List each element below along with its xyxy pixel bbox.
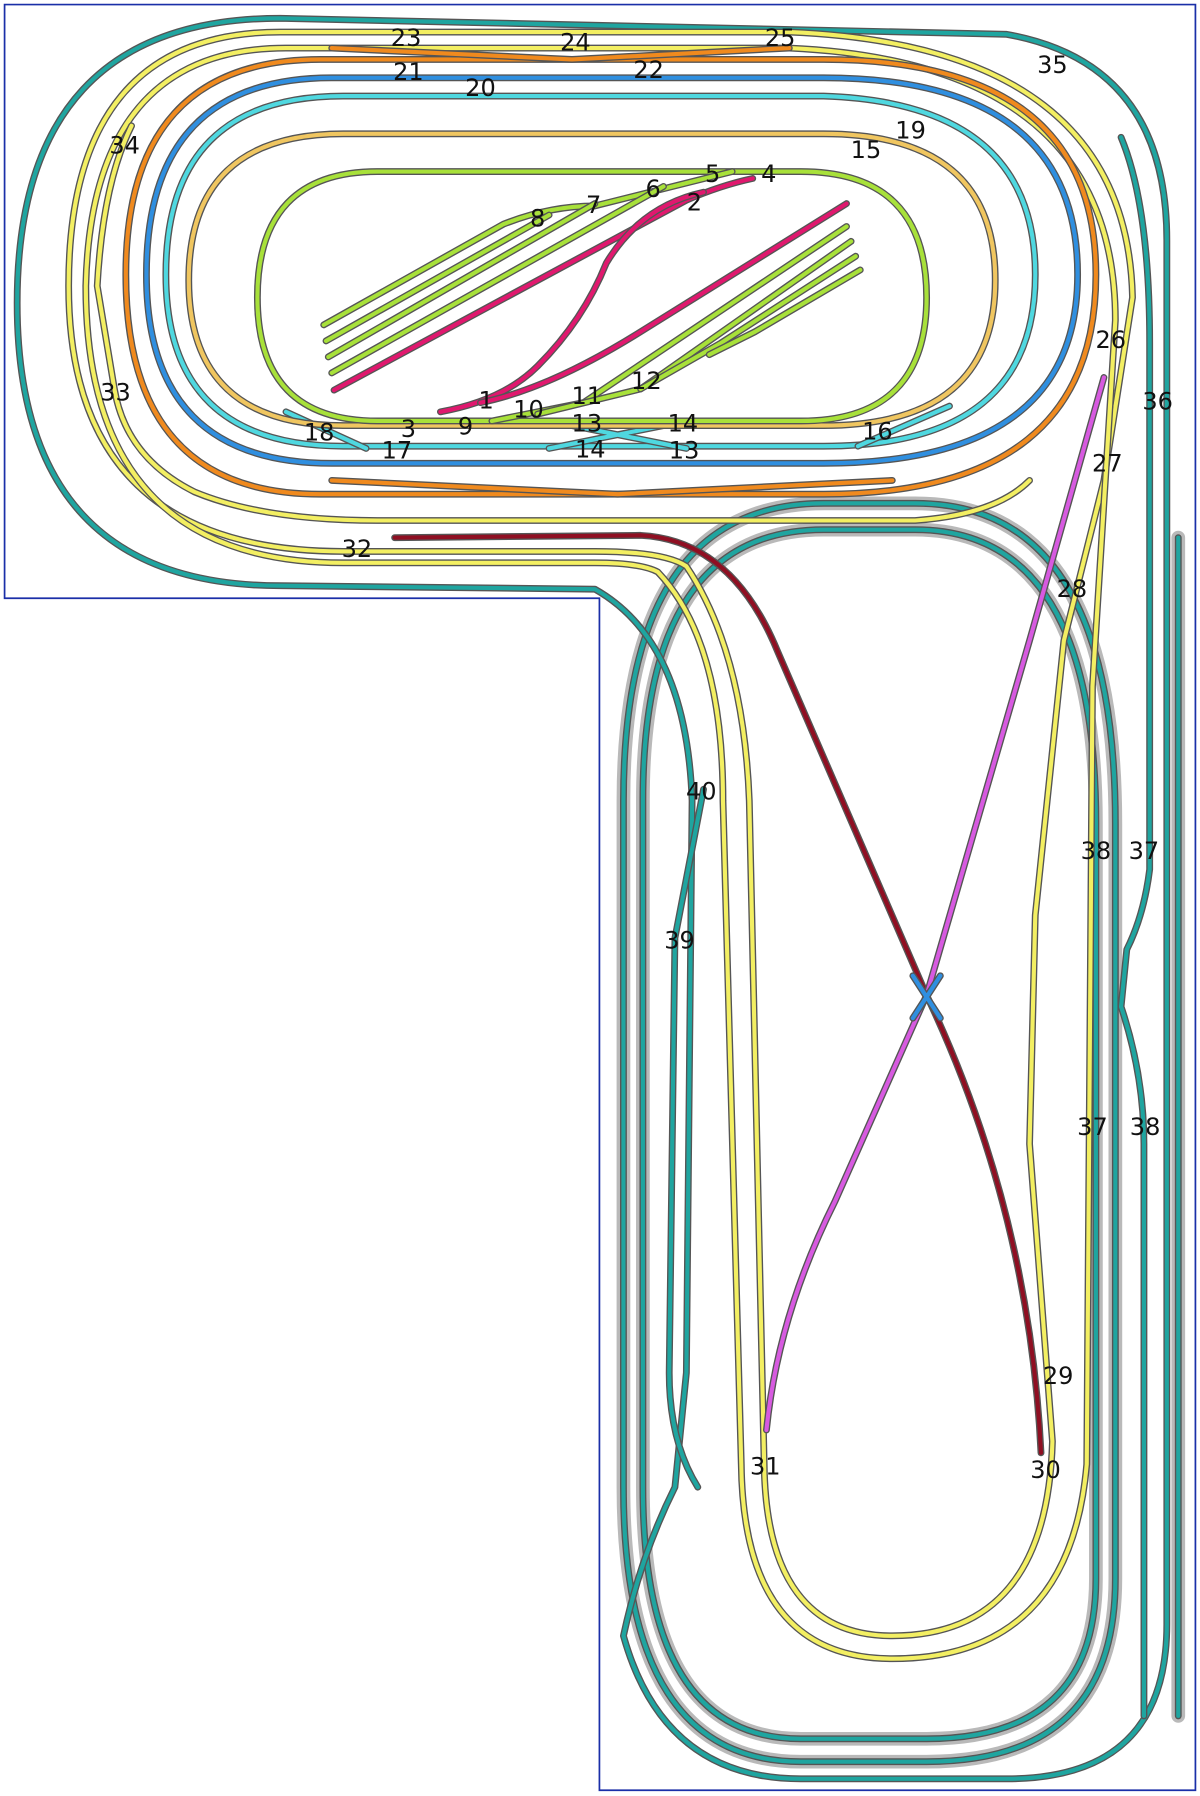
track-green-siding-1 xyxy=(321,169,735,327)
turnout-label-28: 28 xyxy=(1057,575,1088,603)
track-cyan-crossover xyxy=(283,404,952,451)
track-yellow-outer xyxy=(66,29,1135,1638)
turnout-label-13: 13 xyxy=(572,409,603,437)
turnout-label-6: 6 xyxy=(646,175,661,203)
turnout-label-13: 13 xyxy=(669,437,700,465)
track-grey-bed-outer xyxy=(621,501,1118,1764)
turnout-label-27: 27 xyxy=(1092,449,1123,477)
turnout-label-26: 26 xyxy=(1095,326,1126,354)
track-cyan xyxy=(163,94,1038,449)
turnout-label-29: 29 xyxy=(1043,1362,1074,1390)
turnout-label-5: 5 xyxy=(705,160,720,188)
track-grey-bed-outer-edge xyxy=(620,499,1119,1766)
track-green-siding-8 xyxy=(707,267,863,357)
track-green-siding-4 xyxy=(329,184,666,375)
turnout-label-21: 21 xyxy=(393,58,424,86)
track-green-oval xyxy=(255,169,929,424)
turnout-label-7: 7 xyxy=(586,191,601,219)
turnout-label-4: 4 xyxy=(761,160,776,188)
turnout-label-38: 38 xyxy=(1130,1113,1161,1141)
turnout-label-11: 11 xyxy=(572,382,603,410)
turnout-label-25: 25 xyxy=(765,24,796,52)
track-green-siding-2 xyxy=(323,213,552,343)
track-dark-red-outline xyxy=(391,531,1045,1457)
turnout-label-15: 15 xyxy=(851,136,882,164)
turnout-label-34: 34 xyxy=(109,131,140,159)
turnout-label-39: 39 xyxy=(664,926,695,954)
turnout-label-40: 40 xyxy=(686,778,717,806)
track-grey-bed-inner xyxy=(640,527,1098,1741)
track-green-siding-3 xyxy=(326,201,597,359)
turnout-label-18: 18 xyxy=(304,418,335,446)
track-tan xyxy=(186,131,998,428)
turnout-label-33: 33 xyxy=(100,378,131,406)
turnout-label-32: 32 xyxy=(342,535,373,563)
turnout-label-2: 2 xyxy=(687,188,702,216)
layout-border xyxy=(3,3,1197,1792)
turnout-label-17: 17 xyxy=(382,437,413,465)
turnout-label-14: 14 xyxy=(575,436,606,464)
track-outer-teal xyxy=(15,16,1169,1781)
turnout-label-12: 12 xyxy=(631,367,662,395)
track-teal-39 xyxy=(667,787,706,1490)
track-yellow-inner-outline xyxy=(82,44,1119,1663)
track-orange-2 xyxy=(329,45,895,497)
turnout-label-31: 31 xyxy=(750,1453,781,1481)
turnout-label-24: 24 xyxy=(560,28,591,56)
turnout-label-10: 10 xyxy=(513,396,544,424)
turnout-label-30: 30 xyxy=(1030,1456,1061,1484)
track-blue-crossing xyxy=(910,973,943,1021)
turnout-label-9: 9 xyxy=(458,413,473,441)
turnout-label-19: 19 xyxy=(895,116,926,144)
turnout-label-23: 23 xyxy=(391,24,422,52)
track-green-siding-1-outline xyxy=(320,168,736,329)
track-yellow-33-34 xyxy=(95,123,1032,523)
turnout-label-36: 36 xyxy=(1142,388,1173,416)
track-dark-red xyxy=(392,533,1044,1455)
turnout-label-3: 3 xyxy=(401,415,416,443)
turnout-label-35: 35 xyxy=(1037,51,1068,79)
turnout-label-22: 22 xyxy=(633,56,664,84)
turnout-label-1: 1 xyxy=(479,386,494,414)
turnout-label-38: 38 xyxy=(1081,837,1112,865)
track-orange xyxy=(123,57,1098,497)
turnout-label-16: 16 xyxy=(862,417,893,445)
turnout-label-20: 20 xyxy=(465,74,496,102)
track-violet xyxy=(764,375,1106,1432)
turnout-label-37: 37 xyxy=(1077,1113,1108,1141)
track-pink-2 xyxy=(438,190,706,414)
turnout-label-8: 8 xyxy=(530,204,545,232)
track-blue xyxy=(144,75,1080,466)
track-grey-bed-outer-outline xyxy=(616,496,1123,1769)
track-teal-36-37 xyxy=(1119,135,1152,1718)
turnout-label-37: 37 xyxy=(1129,837,1160,865)
track-pink-3 xyxy=(478,201,849,405)
turnout-label-14: 14 xyxy=(668,409,699,437)
track-green-siding-7 xyxy=(638,254,858,392)
track-yellow-inner xyxy=(83,45,1118,1661)
